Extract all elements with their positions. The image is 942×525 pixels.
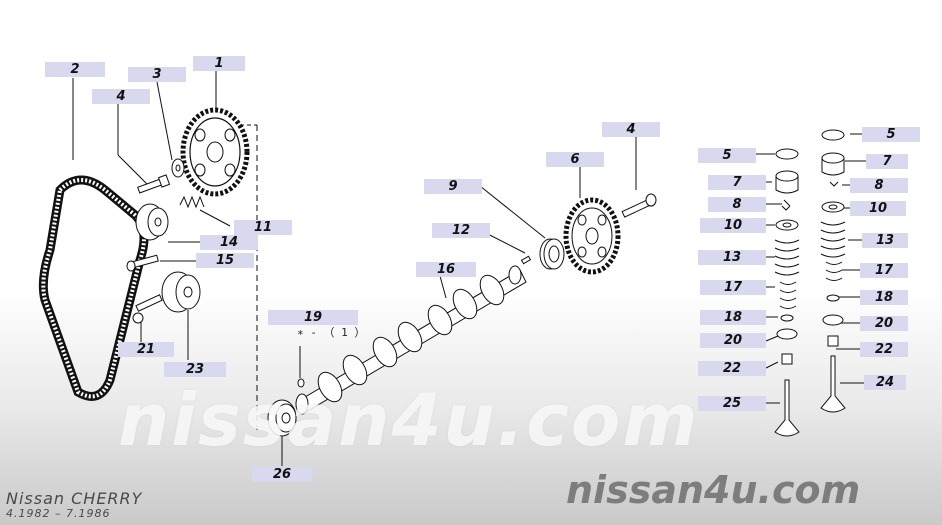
callout-5r: 5 [862, 127, 920, 142]
callout-26: 26 [252, 467, 312, 482]
watermark-corner: nissan4u.com [566, 468, 861, 512]
callout-15: 15 [196, 253, 254, 268]
callout-23: 23 [164, 362, 226, 377]
callout-10l: 10 [700, 218, 766, 233]
pulley-26 [267, 399, 297, 437]
callout-4a: 4 [92, 89, 150, 104]
callout-13r: 13 [862, 233, 908, 248]
callout-18r: 18 [860, 290, 908, 305]
intake-valve-assembly [774, 148, 800, 437]
sprocket-bolt-4 [621, 193, 657, 218]
callout-20l: 20 [700, 333, 766, 348]
callout-5l: 5 [698, 148, 756, 163]
callout-4b: 4 [602, 122, 660, 137]
callout-19: 19 [268, 310, 358, 325]
watermark-center: nissan4u.com [118, 378, 700, 462]
callout-12: 12 [432, 223, 490, 238]
woodruff-key-19 [297, 378, 305, 388]
callout-14: 14 [200, 235, 258, 250]
spring-11 [179, 195, 205, 209]
camshaft-sprocket-1 [180, 107, 250, 197]
callout-22l: 22 [698, 361, 766, 376]
oil-seal-9 [539, 238, 565, 270]
callout-25: 25 [698, 396, 766, 411]
tensioner-pulley-14 [135, 203, 169, 241]
callout-17r: 17 [860, 263, 908, 278]
idler-pulley-23 [161, 271, 201, 313]
timing-belt [38, 175, 149, 401]
callout-1: 1 [193, 56, 245, 71]
callout-9: 9 [424, 179, 482, 194]
callout-21: 21 [118, 342, 174, 357]
callout-17l: 17 [700, 280, 766, 295]
callout-13l: 13 [698, 250, 766, 265]
callout-6: 6 [546, 152, 604, 167]
callout-20r: 20 [860, 316, 908, 331]
washer-3 [171, 158, 185, 178]
bolt-4 [137, 174, 171, 194]
callout-7l: 7 [708, 175, 766, 190]
callout-8l: 8 [708, 197, 766, 212]
bolt-21 [132, 294, 163, 324]
camshaft-sprocket-6 [563, 197, 621, 275]
exhaust-valve-assembly [820, 129, 846, 413]
callout-2: 2 [45, 62, 105, 77]
callout-7r: 7 [866, 154, 908, 169]
model-caption: Nissan CHERRY [6, 489, 143, 508]
callout-11: 11 [234, 220, 292, 235]
callout-3: 3 [128, 67, 186, 82]
callout-18l: 18 [700, 310, 766, 325]
date-range-caption: 4.1982 – 7.1986 [6, 507, 111, 520]
callout-10r: 10 [850, 201, 906, 216]
callout-24: 24 [864, 375, 906, 390]
camshaft-16 [295, 265, 527, 415]
quantity-note: ∗ - （ 1 ） [297, 326, 366, 339]
callout-22r: 22 [860, 342, 908, 357]
pin-12 [520, 255, 532, 265]
callout-16: 16 [416, 262, 476, 277]
bolt-15 [126, 254, 159, 272]
callout-8r: 8 [850, 178, 908, 193]
